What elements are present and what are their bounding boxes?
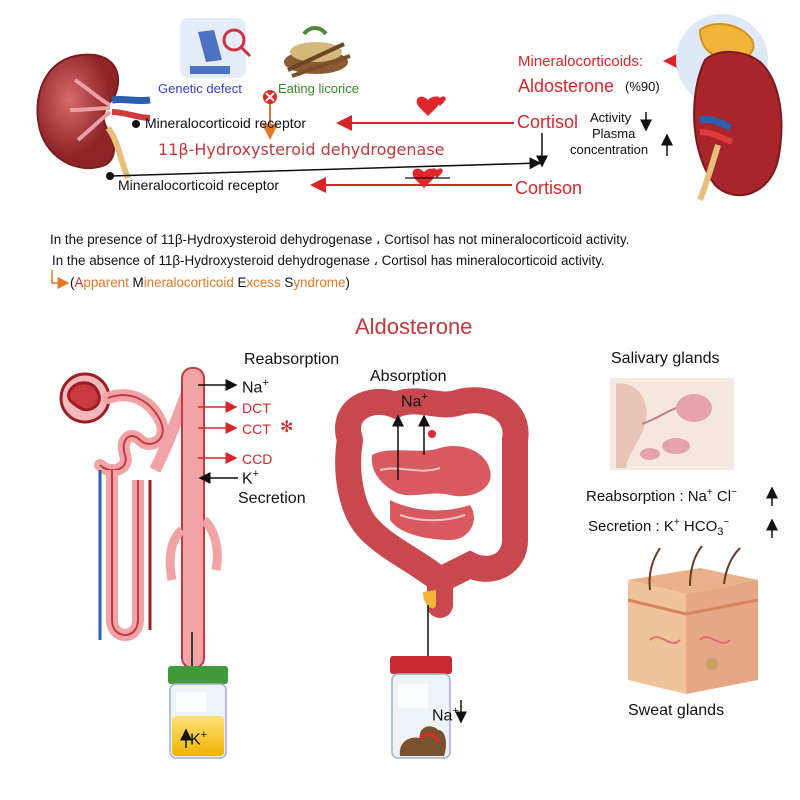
plasma-label: Plasma: [592, 126, 636, 141]
absorption-label: Absorption: [370, 368, 447, 385]
microscope-icon: [180, 18, 252, 78]
urine-k-text: K: [190, 731, 201, 749]
sal-k-plus: +: [673, 517, 680, 528]
intestine-na-label: Na+: [401, 392, 428, 410]
intestine-icon: [335, 387, 529, 618]
urine-k-label: K+: [190, 730, 207, 748]
intestine-na-plus: +: [421, 391, 428, 403]
mr-receptor-label-1: Mineralocorticoid receptor: [145, 115, 307, 131]
syndrome-e: E: [237, 275, 247, 290]
sal-secr-text: Secretion : K: [588, 518, 674, 535]
syndrome-m: M: [132, 275, 144, 290]
syndrome-label: (Apparent Mineralocorticoid Excess Syndr…: [70, 276, 350, 289]
salivary-reabsorption-label: Reabsorption : Na+ Cl−: [586, 487, 737, 505]
syndrome-s-rest: yndrome: [293, 275, 346, 290]
cl-text: Cl: [716, 488, 732, 505]
concentration-label: concentration: [570, 142, 649, 157]
syndrome-m-rest: ineralocorticoid: [143, 275, 238, 290]
ccd-label: CCD: [242, 451, 273, 467]
cct-label: CCT: [242, 421, 271, 437]
cortison-label: Cortison: [515, 178, 583, 198]
aldosterone-title: Aldosterone: [355, 314, 473, 339]
syndrome-e-rest: xcess: [246, 275, 285, 290]
syndrome-a-rest: pparent: [83, 275, 133, 290]
kidney-icon: [36, 53, 151, 180]
hco-text: HCO: [683, 518, 718, 535]
secretion-label: Secretion: [238, 490, 306, 507]
sweat-glands-label: Sweat glands: [628, 702, 725, 719]
na-text: Na: [242, 379, 263, 397]
note-line-2: In the absence of 11β-Hydroxysteroid deh…: [52, 253, 605, 268]
activity-label: Activity: [590, 110, 632, 125]
hco-minus: −: [723, 517, 730, 528]
nephron-icon: [59, 367, 222, 669]
mr-receptor-label-2: Mineralocorticoid receptor: [118, 177, 280, 193]
cct-mark-icon: ✻: [280, 419, 294, 436]
k-label: K+: [242, 469, 259, 487]
genetic-defect-label: Genetic defect: [158, 81, 242, 96]
heart-icon: [416, 96, 446, 116]
aldosterone-top-label: Aldosterone: [518, 76, 615, 96]
salivary-secretion-label: Secretion : K+ HCO3−: [588, 518, 729, 538]
reabsorption-label: Reabsorption: [244, 351, 340, 368]
intestine-na-text: Na: [401, 393, 422, 411]
stool-jar-icon: [390, 656, 452, 759]
sal-na-plus: +: [706, 487, 713, 498]
salivary-gland-icon: [610, 378, 734, 470]
sal-reab-text: Reabsorption : Na: [586, 488, 707, 505]
stool-na-label: Na+: [432, 706, 459, 724]
syndrome-close: ): [345, 275, 350, 290]
dct-label: DCT: [242, 400, 271, 416]
note-line-1: In the presence of 11β-Hydroxysteroid de…: [50, 232, 630, 247]
stool-na-plus: +: [452, 705, 459, 717]
enzyme-label: 11β-Hydroxysteroid dehydrogenase: [158, 140, 445, 159]
cl-minus: −: [731, 487, 737, 498]
syndrome-s: S: [284, 275, 294, 290]
stool-na-text: Na: [432, 707, 453, 725]
hco-three: 3: [717, 526, 724, 538]
licorice-icon: [284, 26, 351, 78]
adrenal-kidney-icon: [676, 14, 783, 202]
syndrome-open: (: [70, 275, 75, 290]
na-label: Na+: [242, 378, 269, 396]
cortisol-label: Cortisol: [517, 112, 579, 132]
eating-licorice-label: Eating licorice: [278, 81, 359, 96]
urine-k-plus: +: [200, 729, 208, 741]
k-text: K: [242, 470, 253, 488]
salivary-glands-label: Salivary glands: [611, 350, 720, 367]
skin-sweat-icon: [627, 545, 759, 694]
na-plus: +: [262, 377, 269, 389]
heart-icon: [405, 168, 450, 188]
close-icon: [263, 90, 277, 104]
mineralocorticoids-label: Mineralocorticoids:: [518, 53, 644, 70]
aldosterone-percent-label: (%90): [625, 79, 660, 94]
k-plus: +: [252, 468, 260, 480]
syndrome-a: A: [74, 275, 84, 290]
